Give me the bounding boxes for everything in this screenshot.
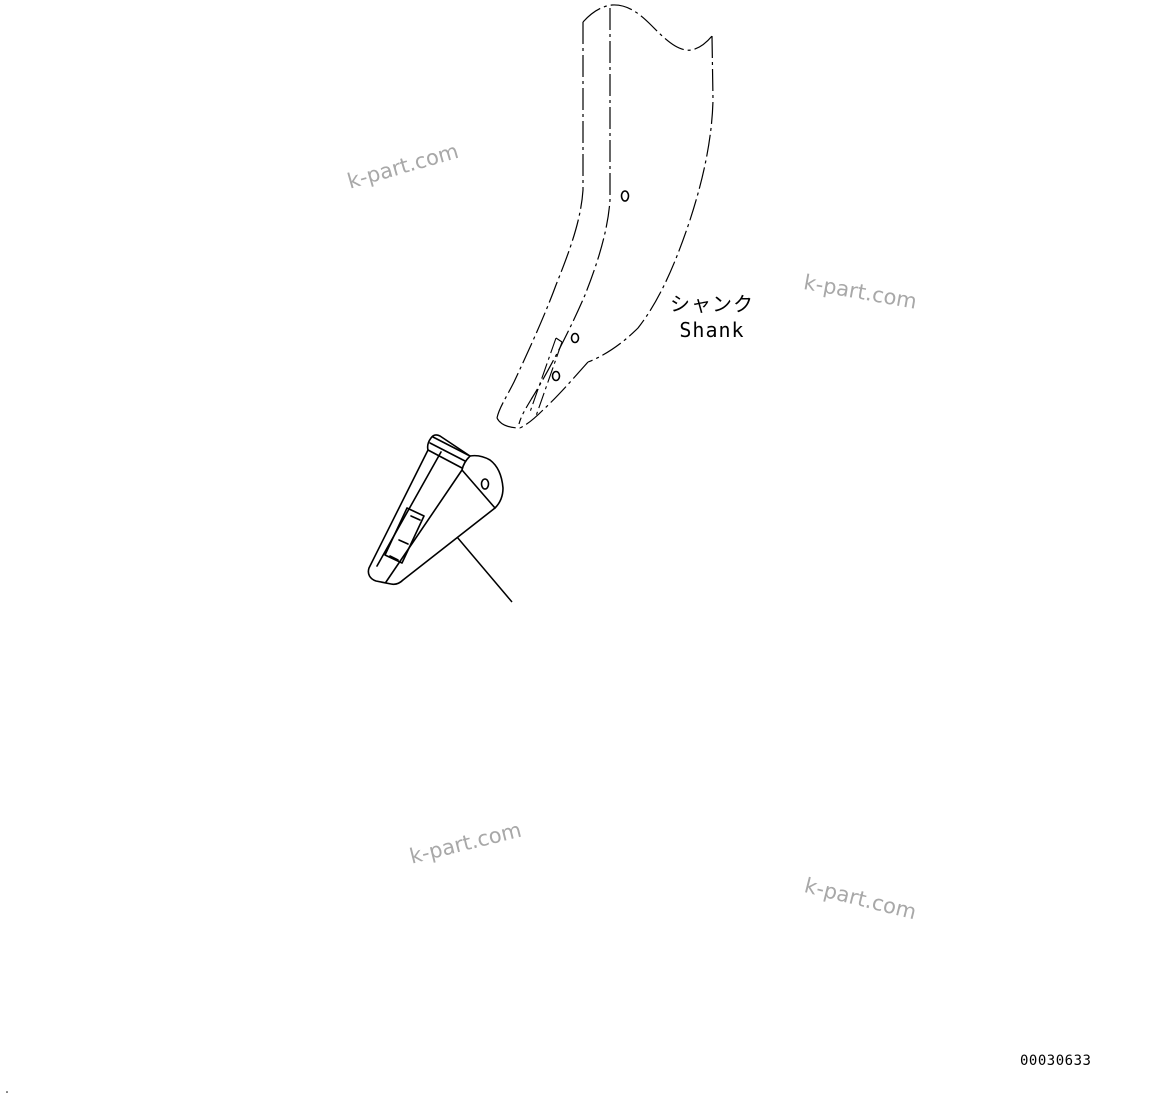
leader-line (456, 536, 513, 603)
shank-label-japanese: シャンク (670, 292, 754, 316)
shank-outline (496, 4, 714, 429)
shank-label-english: Shank (679, 318, 745, 342)
ripper-tip (367, 434, 504, 586)
corner-dot (6, 1091, 8, 1093)
drawing-number: 00030633 (1020, 1053, 1092, 1069)
